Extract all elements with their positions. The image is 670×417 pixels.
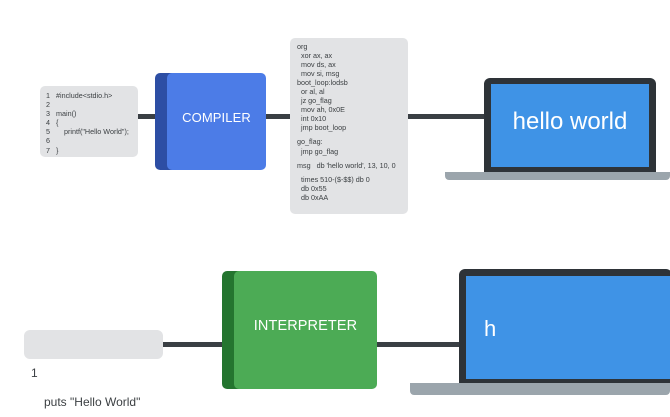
asm-line: or al, al — [297, 87, 325, 97]
interpreter-label: INTERPRETER — [253, 318, 358, 334]
asm-line: boot_loop:lodsb — [297, 78, 348, 88]
line-number: 1 — [31, 366, 38, 380]
assembly-code-card: org xor ax, ax mov ds, ax mov si, msg bo… — [290, 38, 408, 214]
interpreted-output-text: h — [484, 316, 497, 341]
line-text: puts "Hello World" — [44, 395, 141, 409]
line-number: 5 — [46, 127, 50, 137]
asm-line: msg db 'hello world', 13, 10, 0 — [297, 160, 396, 170]
asm-line: jmp go_flag — [297, 146, 339, 156]
asm-line: jz go_flag — [297, 96, 332, 106]
line-number: 2 — [46, 100, 50, 110]
asm-line: mov ah, 0x0E — [297, 105, 345, 115]
compiled-laptop-screen: hello world — [491, 84, 649, 167]
asm-line: org — [297, 42, 308, 51]
interpreter-box: INTERPRETER — [234, 271, 377, 389]
line-text: } — [56, 145, 59, 155]
asm-line: db 0xAA — [297, 192, 329, 202]
compiled-output-text: hello world — [512, 108, 628, 135]
interpreted-laptop-screen: h — [466, 276, 670, 379]
asm-line: mov ds, ax — [297, 60, 336, 70]
code-line: 4 { — [46, 118, 129, 127]
line-number: 4 — [46, 118, 50, 128]
line-text: printf("Hello World"); — [56, 127, 129, 137]
code-line: 6 — [46, 136, 129, 145]
assembly-lines: org xor ax, ax mov ds, ax mov si, msg bo… — [297, 42, 396, 202]
asm-line: db 0x55 — [297, 183, 327, 193]
ruby-source-code-card: 1 puts "Hello World" — [24, 330, 163, 409]
line-number: 6 — [46, 136, 50, 146]
line-text: { — [56, 118, 59, 128]
asm-line: jmp boot_loop — [297, 123, 347, 133]
code-line: 5 printf("Hello World"); — [46, 127, 129, 136]
code-line: 7 } — [46, 146, 129, 155]
code-line: 1 #include<stdio.h> — [46, 91, 129, 100]
line-number: 1 — [46, 91, 50, 100]
compiler-label: COMPILER — [182, 110, 251, 125]
c-source-code-card: 1 #include<stdio.h> 2 3 main() 4 { 5 pri… — [40, 86, 138, 157]
asm-line: int 0x10 — [297, 114, 327, 124]
line-text: main() — [56, 109, 77, 119]
interpreted-laptop-base — [410, 383, 670, 395]
asm-line: xor ax, ax — [297, 51, 333, 61]
c-source-code-lines: 1 #include<stdio.h> 2 3 main() 4 { 5 pri… — [46, 91, 129, 155]
asm-line: times 510-($-$$) db 0 — [297, 174, 370, 184]
line-number: 3 — [46, 109, 50, 119]
code-line: 2 — [46, 100, 129, 109]
code-line: 3 main() — [46, 109, 129, 118]
asm-line: mov si, msg — [297, 69, 340, 79]
compiled-laptop-base — [445, 172, 670, 180]
line-text: #include<stdio.h> — [56, 91, 113, 100]
compiler-box: COMPILER — [167, 73, 266, 170]
line-number: 7 — [46, 145, 50, 155]
asm-line: go_flag: — [297, 137, 323, 147]
